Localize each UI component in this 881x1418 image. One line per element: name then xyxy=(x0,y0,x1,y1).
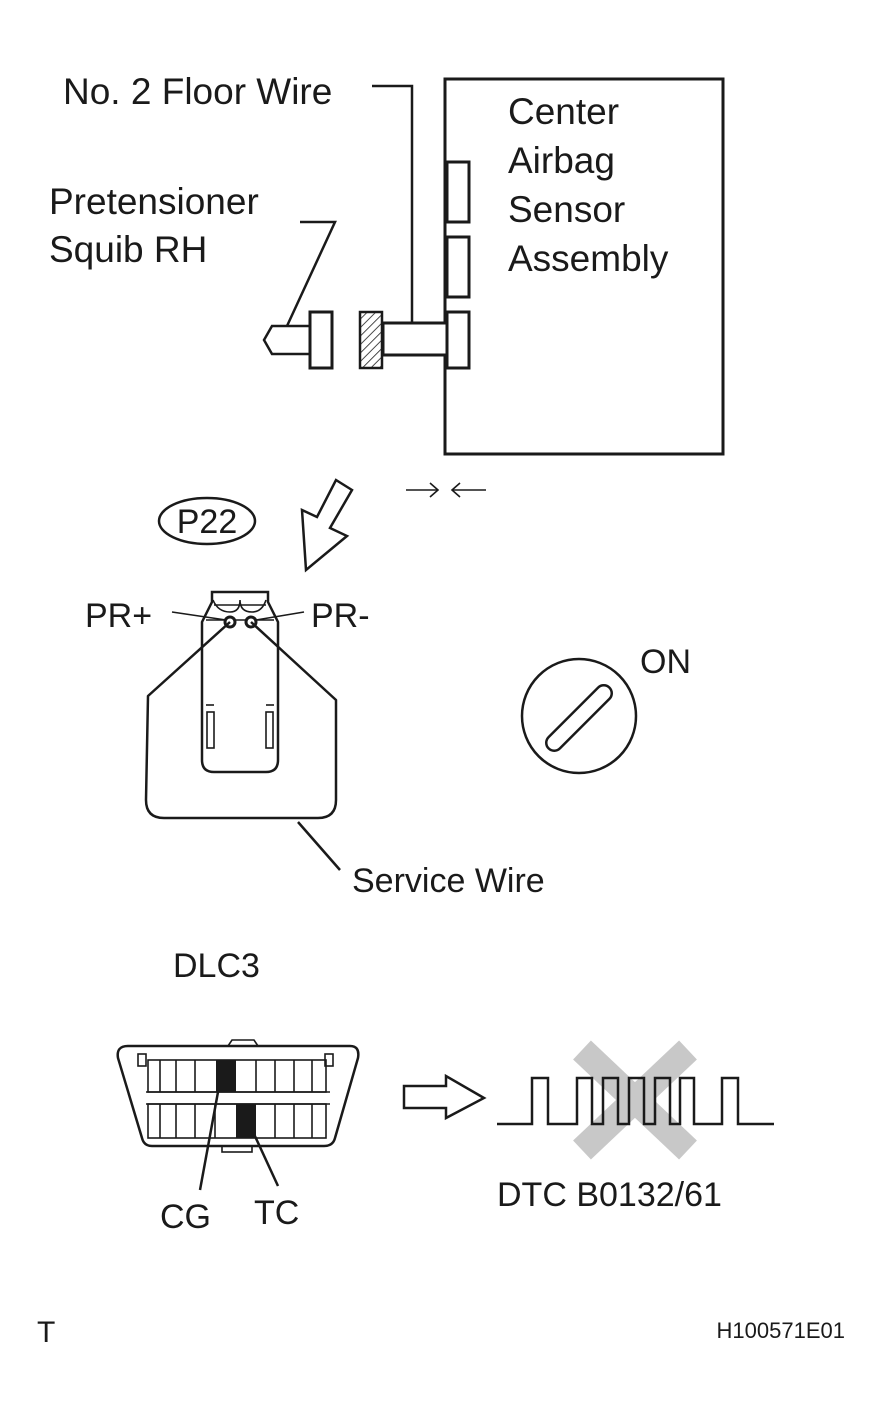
tc-leader xyxy=(252,1133,280,1187)
cross-mark-icon xyxy=(573,1040,697,1160)
pr-minus-leader xyxy=(255,611,305,621)
dlc3-pin-tc xyxy=(236,1104,256,1138)
floor-wire-harness xyxy=(358,84,449,370)
figure-id-label: H100571E01 xyxy=(717,1318,845,1343)
arrow-right-icon xyxy=(402,1073,487,1121)
sensor-label-line1: Center xyxy=(508,91,619,132)
dtc-code-label: DTC B0132/61 xyxy=(497,1176,722,1214)
connector-pointer-arrow xyxy=(300,478,354,573)
cg-leader xyxy=(198,1091,220,1191)
floor-wire-leader xyxy=(372,84,414,323)
service-wire-leader xyxy=(297,821,341,871)
sensor-connector-3 xyxy=(445,310,471,370)
service-wire-label: Service Wire xyxy=(352,862,545,900)
pin-pr-plus-label: PR+ xyxy=(85,597,152,635)
pretensioner-squib xyxy=(262,220,337,370)
connector-id-label: P22 xyxy=(177,503,238,541)
dlc3-label: DLC3 xyxy=(173,947,260,985)
center-airbag-sensor-assembly xyxy=(443,77,725,456)
corner-mark: T xyxy=(37,1316,55,1349)
dtc-pulse-waveform xyxy=(497,1076,774,1126)
service-wire-connector xyxy=(200,590,280,774)
dlc3-pin-cg xyxy=(216,1060,236,1092)
service-wire xyxy=(144,621,338,820)
sensor-connector-2 xyxy=(445,235,471,299)
connector-id-oval xyxy=(157,496,257,546)
dlc3-tc-label: TC xyxy=(254,1194,299,1232)
floor-wire-label: No. 2 Floor Wire xyxy=(63,71,332,112)
dlc3-connector xyxy=(116,1039,360,1153)
squib-label-line1: Pretensioner xyxy=(49,181,259,222)
ignition-switch-icon xyxy=(520,657,638,775)
squib-leader xyxy=(285,220,337,327)
dlc3-cg-label: CG xyxy=(160,1198,211,1236)
sensor-label-line3: Sensor xyxy=(508,189,625,230)
floor-wire-connector xyxy=(358,310,384,370)
pin-pr-minus-label: PR- xyxy=(311,597,370,635)
squib-label-line2: Squib RH xyxy=(49,229,207,270)
gap-arrows xyxy=(406,482,486,498)
sensor-label-line4: Assembly xyxy=(508,238,669,279)
sensor-connector-1 xyxy=(445,160,471,224)
pr-plus-leader xyxy=(171,611,227,621)
ignition-on-label: ON xyxy=(640,643,691,681)
sensor-label-line2: Airbag xyxy=(508,140,615,181)
